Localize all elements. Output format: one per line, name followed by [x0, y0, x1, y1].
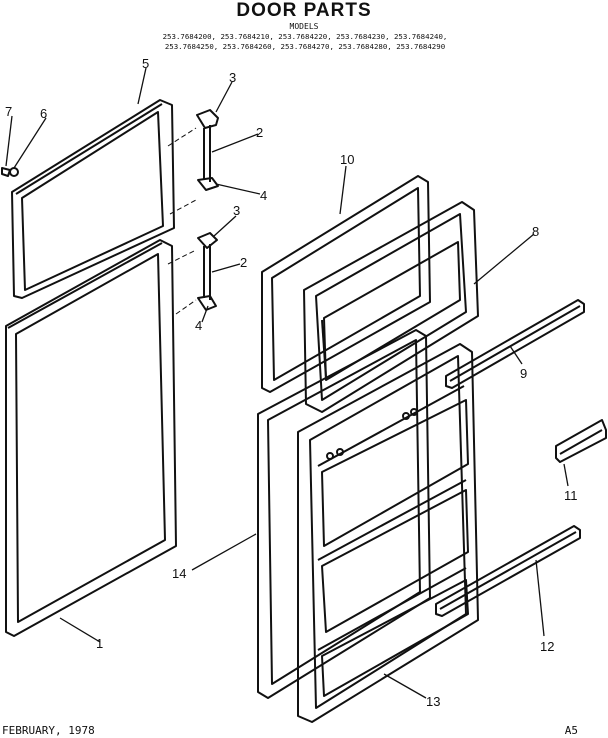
door-shelf-rail-upper — [445, 299, 585, 389]
freezer-liner-gasket — [261, 175, 431, 393]
shelf-retainer-part-11 — [555, 419, 607, 463]
freezer-door-liner — [303, 201, 479, 413]
callout-9: 9 — [520, 366, 527, 381]
screw-part-6 — [9, 167, 19, 177]
callout-13: 13 — [426, 694, 440, 709]
model-numbers: 253.7684200, 253.7684210, 253.7684220, 2… — [110, 32, 500, 52]
callout-2-lower: 2 — [240, 255, 247, 270]
callout-leaders — [5, 67, 569, 699]
callout-14: 14 — [172, 566, 186, 581]
callout-8: 8 — [532, 224, 539, 239]
callout-numbers: 1 2 2 3 3 4 4 5 6 7 8 9 10 11 12 13 14 — [5, 56, 578, 709]
screw-part-7 — [1, 167, 11, 177]
callout-7: 7 — [5, 104, 12, 119]
callout-3-lower: 3 — [233, 203, 240, 218]
callout-5: 5 — [142, 56, 149, 71]
lower-handle — [197, 232, 218, 311]
door-shelf-rail-lower — [435, 525, 581, 617]
callout-4-lower: 4 — [195, 318, 202, 333]
fresh-food-door-gasket — [5, 239, 177, 637]
callout-2-upper: 2 — [256, 125, 263, 140]
page-title: DOOR PARTS — [236, 0, 372, 21]
model-numbers-line-1: 253.7684200, 253.7684210, 253.7684220, 2… — [162, 32, 448, 41]
callout-3-upper: 3 — [229, 70, 236, 85]
callout-4-upper: 4 — [260, 188, 267, 203]
models-heading: MODELS — [289, 22, 319, 31]
footer-page: A5 — [564, 724, 578, 737]
model-numbers-line-2: 253.7684250, 253.7684260, 253.7684270, 2… — [164, 42, 446, 51]
callout-11: 11 — [564, 488, 578, 503]
fresh-food-door-liner — [297, 343, 479, 723]
callout-10: 10 — [340, 152, 354, 167]
upper-handle — [196, 109, 219, 191]
callout-12: 12 — [540, 639, 554, 654]
footer-date: FEBRUARY, 1978 — [2, 724, 95, 737]
alignment-lines — [167, 127, 197, 315]
callout-1: 1 — [96, 636, 103, 651]
freezer-door-gasket — [11, 99, 175, 299]
callout-6: 6 — [40, 106, 47, 121]
